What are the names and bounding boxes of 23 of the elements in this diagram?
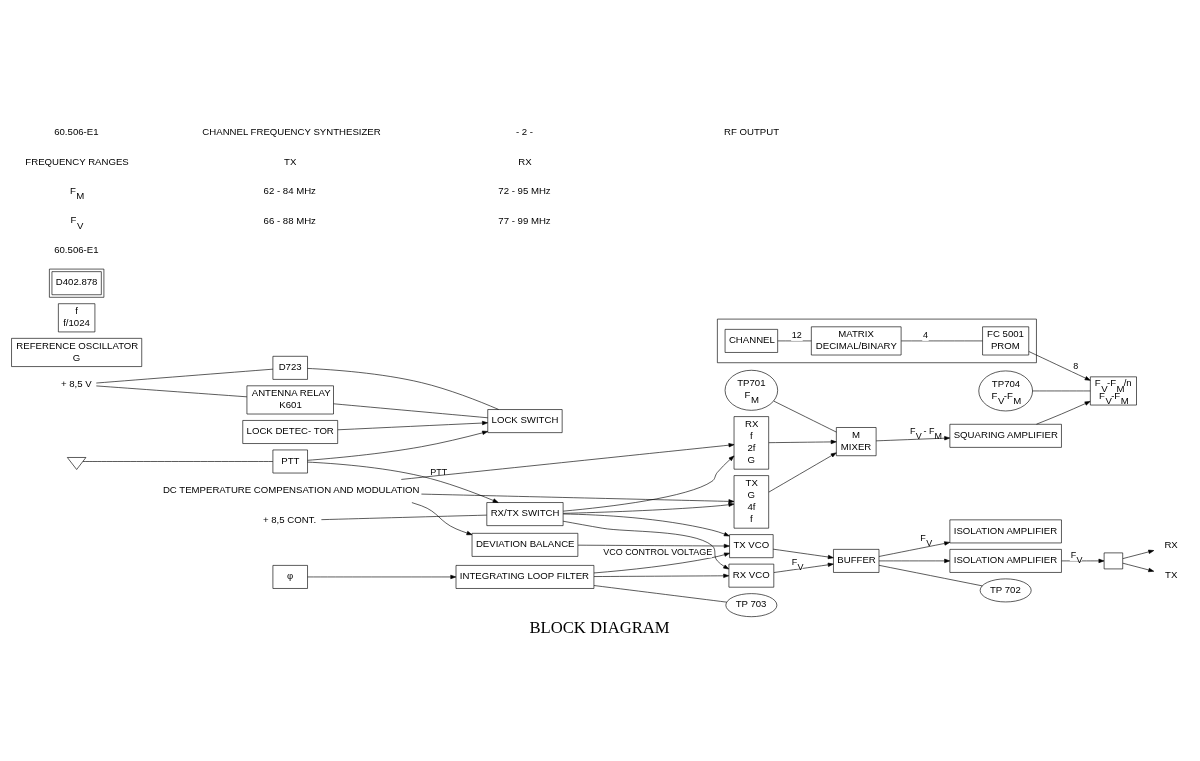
edge-label: 12 [791,329,802,340]
label: 77 - 99 MHz [498,214,551,226]
node-text: + 8,5 V [60,377,92,389]
node-text: + 8,5 CONT. [262,513,317,525]
label: FREQUENCY RANGES [25,155,129,167]
node-text: TX [1165,568,1178,580]
edge-label: VCO CONTROL VOLTAGE [603,546,713,557]
label: 62 - 84 MHz [263,184,316,196]
label: 66 - 88 MHz [263,214,316,226]
edge-label: 8 [1073,360,1079,371]
label: 72 - 95 MHz [498,184,551,196]
label: CHANNEL FREQUENCY SYNTHESIZER [202,125,381,137]
label: RF OUTPUT [724,125,780,137]
edge-label: PTT [430,466,448,477]
label: TX [284,155,297,167]
diagram-title: BLOCK DIAGRAM [529,617,670,637]
label: - 2 - [515,125,534,137]
edge-label: 4 [922,329,928,340]
label: 60.506-E1 [54,125,99,137]
label: 60.506-E1 [54,243,99,255]
node-text: DC TEMPERATURE COMPENSATION AND MODULATION [162,483,420,495]
label: RX [518,155,532,167]
node-text: RX [1164,538,1178,550]
